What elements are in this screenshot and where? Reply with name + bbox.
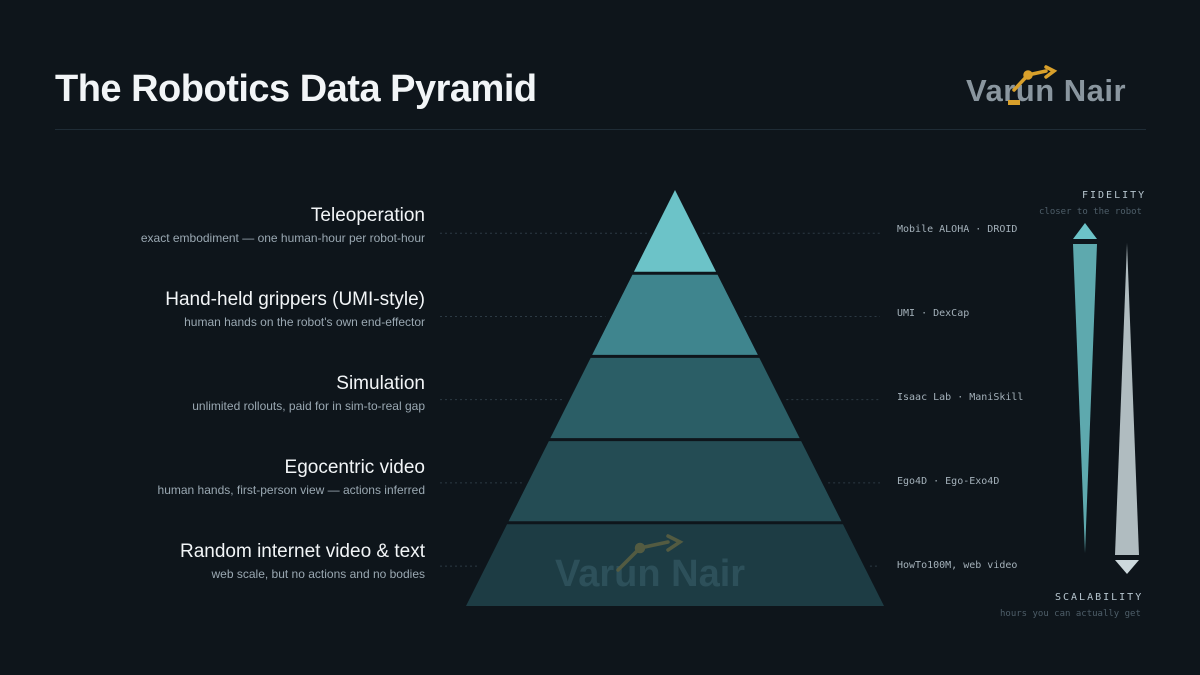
level-description: exact embodiment — one human-hour per ro… [140, 231, 425, 245]
pyramid-watermark: Varun Nair [555, 534, 745, 595]
level-name: Random internet video & text [179, 541, 425, 562]
level-simulation: Simulation unlimited rollouts, paid for … [192, 373, 425, 413]
page-title: The Robotics Data Pyramid [55, 68, 537, 110]
level-internet-video: Random internet video & text web scale, … [180, 541, 425, 581]
level-name: Simulation [336, 373, 425, 394]
level-examples: Mobile ALOHA · DROID [897, 224, 1018, 235]
level-teleoperation: Teleoperation exact embodiment — one hum… [141, 205, 425, 245]
level-egocentric-video: Egocentric video human hands, first-pers… [158, 457, 425, 497]
fidelity-sublabel: closer to the robot [1039, 207, 1142, 217]
scalability-arrow [1115, 243, 1139, 574]
level-examples: HowTo100M, web video [897, 560, 1018, 571]
level-description: web scale, but no actions and no bodies [211, 567, 425, 581]
level-examples: Isaac Lab · ManiSkill [897, 392, 1024, 403]
pyramid-tier-3 [550, 357, 800, 439]
header-divider [55, 129, 1146, 130]
brand-logo-text: Varun Nair [966, 73, 1126, 108]
watermark-text: Varun Nair [555, 553, 745, 595]
level-description: unlimited rollouts, paid for in sim-to-r… [192, 399, 425, 413]
pyramid-tier-4 [508, 441, 842, 522]
fidelity-label: FIDELITY [1082, 190, 1147, 201]
fidelity-arrow [1073, 223, 1097, 553]
level-description: human hands on the robot's own end-effec… [184, 315, 425, 329]
pyramid-tier-1 [633, 190, 717, 272]
watermark-robot-arm-icon [616, 534, 684, 572]
level-name: Teleoperation [310, 205, 425, 226]
scalability-sublabel: hours you can actually get [1000, 609, 1141, 619]
level-description: human hands, first-person view — actions… [157, 483, 425, 497]
level-handheld-grippers: Hand-held grippers (UMI-style) human han… [165, 289, 425, 329]
pyramid-tier-5 [466, 524, 884, 606]
brand-logo: Varun Nair [966, 65, 1126, 108]
pyramid-tier-2 [592, 274, 758, 355]
level-examples: Ego4D · Ego-Exo4D [897, 476, 1000, 487]
level-examples: UMI · DexCap [897, 308, 970, 319]
robot-arm-icon [1008, 65, 1058, 105]
level-name: Hand-held grippers (UMI-style) [165, 289, 425, 310]
scalability-label: SCALABILITY [1055, 592, 1144, 603]
level-name: Egocentric video [284, 457, 425, 478]
